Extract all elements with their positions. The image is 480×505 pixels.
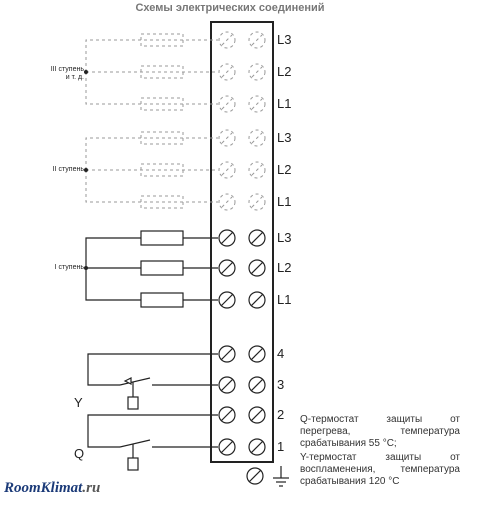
phase-label: L3 [277,230,292,245]
stage-2-junction [84,168,88,172]
heater-element [140,260,184,276]
phase-label: L2 [277,162,292,177]
stage-2-wiring [85,129,266,211]
brand-watermark: RoomKlimat.ru [4,480,100,497]
control-terminal-label: 3 [277,377,285,392]
thermostat-y-sensor [127,396,139,410]
note-y: Y-термостат защиты от воспламенения, тем… [300,452,460,488]
thermostat-y-wiring [87,353,218,410]
signal-y-label: Y [74,395,83,410]
note-q-line: перегрева, температура [300,426,460,437]
thermostat-q-sensor [127,457,139,471]
page-title: Схемы электрических соединений [135,2,325,14]
watermark-brand: RoomKlimat [4,480,83,496]
phase-label: L1 [277,96,292,111]
terminal-slots [220,231,264,483]
note-q-line: срабатывания 55 °С; [300,438,397,449]
stage-2-label: II ступень [52,166,84,173]
stage-3-wiring [85,31,266,113]
heater-element [140,292,184,308]
phase-label: L3 [277,32,292,47]
signal-q-label: Q [74,446,85,461]
heater-element [140,230,184,246]
phase-label: L1 [277,194,292,209]
control-terminal-label: 1 [277,439,285,454]
control-terminal-label: 2 [277,407,285,422]
control-terminal-label: 4 [277,346,285,361]
stage-1-wiring [85,230,218,308]
stage-1-junction [84,266,88,270]
phase-label: L2 [277,260,292,275]
note-y-line: Y-термостат защиты от [300,452,460,463]
phase-label: L2 [277,64,292,79]
phase-label: L1 [277,292,292,307]
stage-3-label-line: III ступень [50,66,84,73]
note-y-line: воспламенения, температура [300,464,460,475]
ground-symbol [273,466,289,487]
watermark-tld: .ru [82,480,101,496]
stage-3-junction [84,70,88,74]
stage-3-label-line: и т. д. [65,74,84,81]
stage-3-label: III ступень и т. д. [40,66,84,82]
note-q-line: Q-термостат защиты от [300,414,460,425]
stage-1-label: I ступень [54,264,84,271]
note-q: Q-термостат защиты от перегрева, темпера… [300,414,460,450]
terminal-block-frame [210,21,274,463]
phase-label: L3 [277,130,292,145]
note-y-line: срабатывания 120 °С [300,476,400,487]
thermostat-q-wiring [87,414,218,471]
